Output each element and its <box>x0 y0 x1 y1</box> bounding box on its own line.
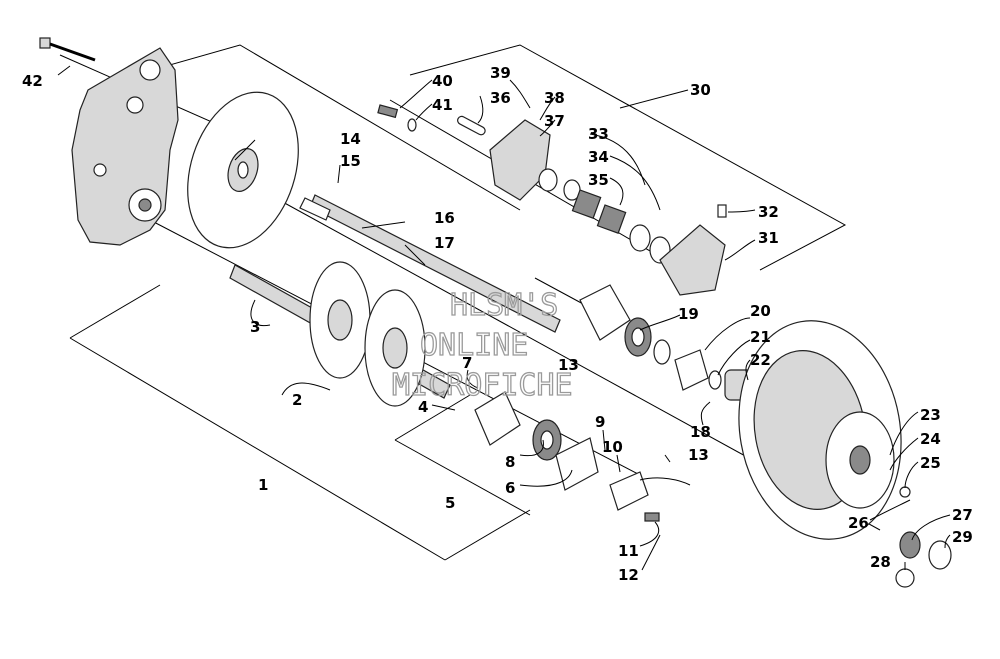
callout-22: 22 <box>750 351 771 369</box>
callout-17: 17 <box>434 234 455 252</box>
callout-28: 28 <box>870 553 891 571</box>
driveshaft <box>229 261 451 407</box>
leader-lines <box>57 65 951 571</box>
callout-18: 18 <box>690 423 711 441</box>
watermark-line-1: HLSM'S <box>450 288 558 323</box>
callout-11: 11 <box>618 542 639 560</box>
callout-12: 12 <box>618 566 639 584</box>
callout-7: 7 <box>462 354 472 372</box>
callout-42: 42 <box>22 72 43 90</box>
bolt-42 <box>39 37 96 62</box>
callout-33: 33 <box>588 125 609 143</box>
callout-30: 30 <box>690 81 711 99</box>
callout-1: 1 <box>258 476 268 494</box>
callout-36: 36 <box>490 89 511 107</box>
callout-5: 5 <box>445 494 455 512</box>
callout-26: 26 <box>848 514 869 532</box>
callout-39: 39 <box>490 64 511 82</box>
callout-35: 35 <box>588 171 609 189</box>
callout-20: 20 <box>750 302 771 320</box>
callout-8: 8 <box>505 453 515 471</box>
speed-sensor <box>609 471 691 522</box>
callout-41: 41 <box>432 96 453 114</box>
driven-clutch <box>738 320 902 540</box>
callout-4: 4 <box>418 398 428 416</box>
callout-40: 40 <box>432 72 453 90</box>
callout-3: 3 <box>250 318 260 336</box>
clutch-cap <box>895 486 952 588</box>
callout-31: 31 <box>758 229 779 247</box>
bearing-flange <box>474 391 599 491</box>
jackshaft <box>299 194 561 333</box>
callout-27: 27 <box>952 506 973 524</box>
callout-37: 37 <box>544 112 565 130</box>
watermark-line-2: ONLINE <box>420 328 528 363</box>
callout-23: 23 <box>920 406 941 424</box>
callout-6: 6 <box>505 479 515 497</box>
callout-13-lower: 13 <box>688 446 709 464</box>
callout-25: 25 <box>920 454 941 472</box>
brake-disc <box>187 91 299 249</box>
callout-labels: 1 2 3 4 5 6 7 8 9 10 11 12 13 13 14 15 1… <box>22 64 973 584</box>
watermark-line-3: MICROFICHE <box>392 368 573 403</box>
callout-34: 34 <box>588 148 609 166</box>
callout-15: 15 <box>340 152 361 170</box>
gearcase-housing <box>71 47 179 246</box>
callout-19: 19 <box>678 305 699 323</box>
bearing-flange-right <box>579 284 709 391</box>
callout-10: 10 <box>602 438 623 456</box>
watermark: HLSM'S ONLINE MICROFICHE <box>391 287 573 403</box>
callout-2: 2 <box>292 391 302 409</box>
callout-24: 24 <box>920 430 941 448</box>
callout-29: 29 <box>952 528 973 546</box>
callout-14: 14 <box>340 130 361 148</box>
callout-38: 38 <box>544 89 565 107</box>
callout-21: 21 <box>750 328 771 346</box>
callout-32: 32 <box>758 203 779 221</box>
callout-13-upper: 13 <box>558 356 579 374</box>
callout-16: 16 <box>434 209 455 227</box>
callout-9: 9 <box>595 413 605 431</box>
brake-caliper <box>377 104 727 296</box>
